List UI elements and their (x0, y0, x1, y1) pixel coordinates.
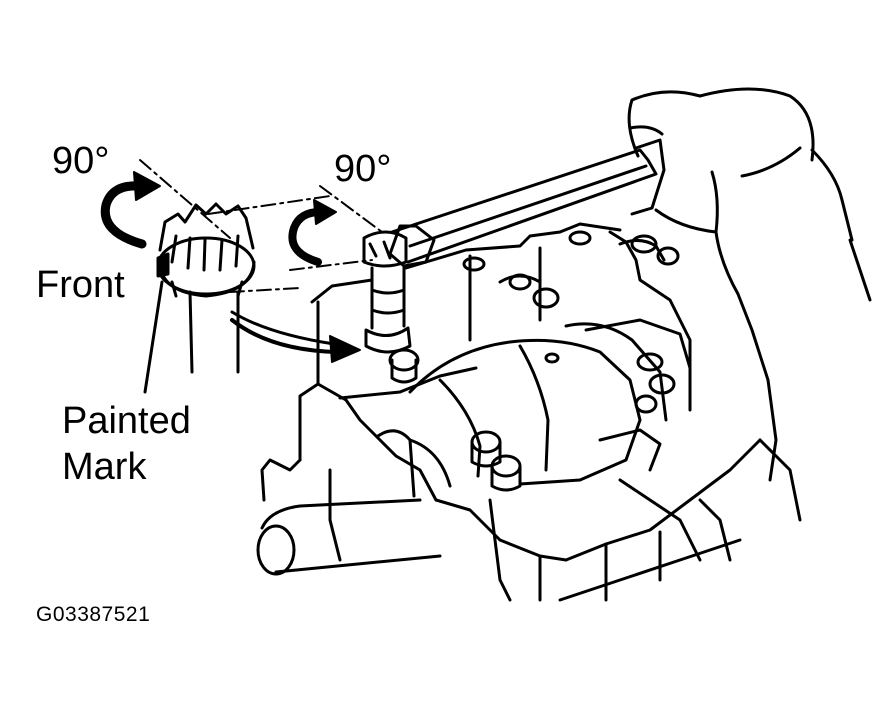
figure-code: G03387521 (36, 603, 151, 626)
engine-block-drawing (256, 222, 802, 602)
rotation-arrow-icon (100, 171, 161, 249)
pointer-arrow-icon (230, 310, 361, 363)
painted-mark-leader (143, 280, 164, 394)
painted-label-line1: Painted (62, 400, 191, 442)
front-label: Front (36, 264, 125, 306)
rotation-arrow-icon (288, 199, 337, 266)
angle-label-right: 90° (334, 148, 392, 190)
bolt-head-drawing (139, 159, 331, 374)
painted-label-line2: Mark (62, 446, 147, 488)
angle-label-left: 90° (52, 140, 110, 182)
hand-drawing (627, 87, 872, 482)
wrench-drawing (362, 148, 658, 354)
